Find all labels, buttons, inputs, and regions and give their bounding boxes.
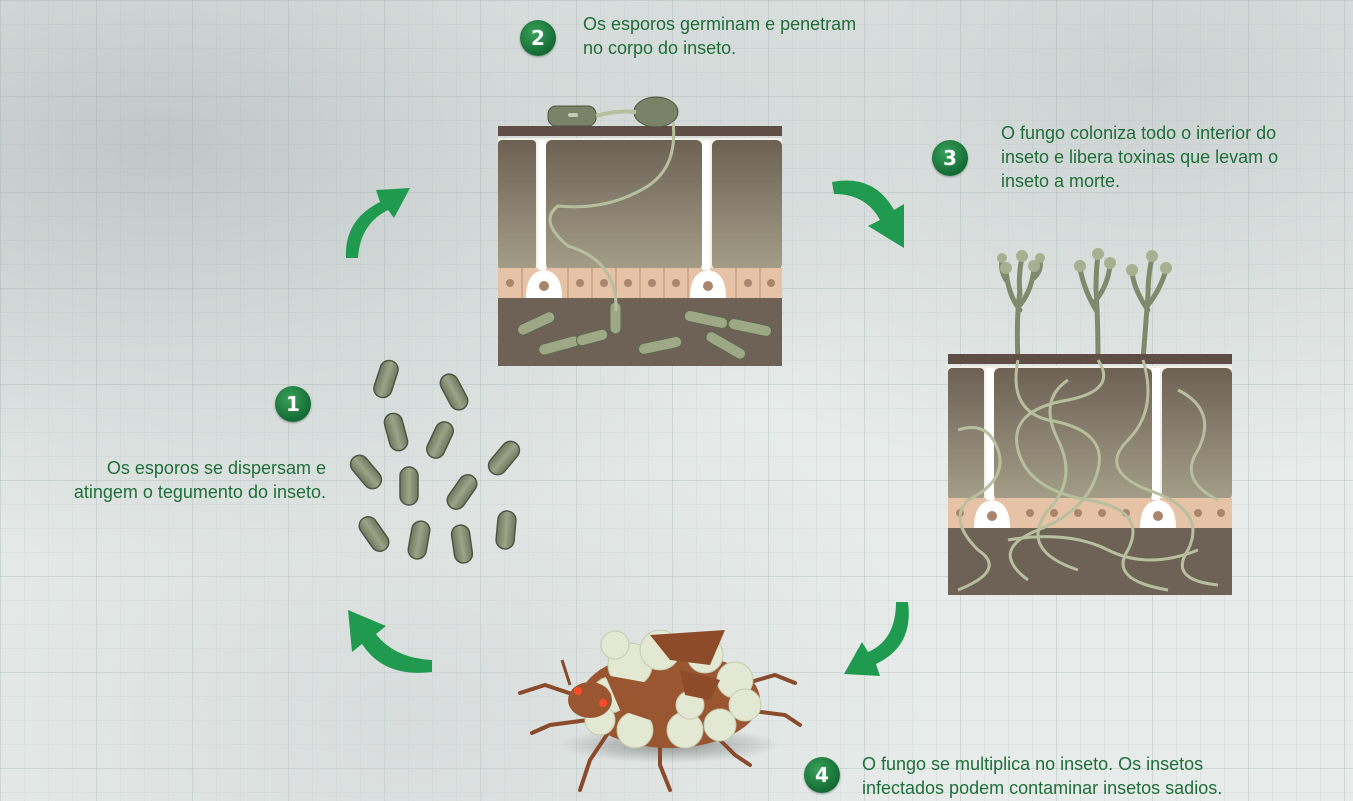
step-4-text: O fungo se multiplica no inseto. Os inse… [862,752,1342,800]
arrow-2-to-3 [830,170,920,250]
fungal-colonization-illustration [948,250,1232,595]
spore [356,513,393,554]
step-2-line-2: no corpo do inseto. [583,36,943,60]
step-3-text: O fungo coloniza todo o interior do inse… [1001,121,1351,193]
step-4-line-2: infectados podem contaminar insetos sadi… [862,776,1342,800]
step-3-line-3: inseto a morte. [1001,169,1351,193]
step-3-line-1: O fungo coloniza todo o interior do [1001,121,1351,145]
step-2-badge: 2 [520,20,556,56]
spore [450,524,473,564]
arrow-3-to-4 [838,600,918,680]
infected-insect-illustration [510,605,810,795]
spore [400,467,418,505]
spore [372,358,401,400]
step-3-badge: 3 [932,140,968,176]
step-1-line-2: atingem o tegumento do inseto. [8,480,326,504]
spore [407,520,431,561]
spore [485,438,523,479]
step-1-line-1: Os esporos se dispersam e [8,456,326,480]
step-1-text: Os esporos se dispersam e atingem o tegu… [8,456,326,504]
spore [424,419,456,461]
arrow-1-to-2 [338,180,418,260]
spore [437,371,471,413]
step-3-line-2: inseto e libera toxinas que levam o [1001,145,1351,169]
step-4-line-1: O fungo se multiplica no inseto. Os inse… [862,752,1342,776]
step-1-badge: 1 [275,386,311,422]
arrow-4-to-1 [340,600,440,680]
cuticle-penetration-illustration [498,96,782,366]
spore [495,510,516,549]
spores-illustration [345,355,525,565]
spore [444,471,481,512]
spore [382,411,409,452]
step-2-line-1: Os esporos germinam e penetram [583,12,943,36]
spore [347,452,385,493]
step-2-text: Os esporos germinam e penetram no corpo … [583,12,943,60]
